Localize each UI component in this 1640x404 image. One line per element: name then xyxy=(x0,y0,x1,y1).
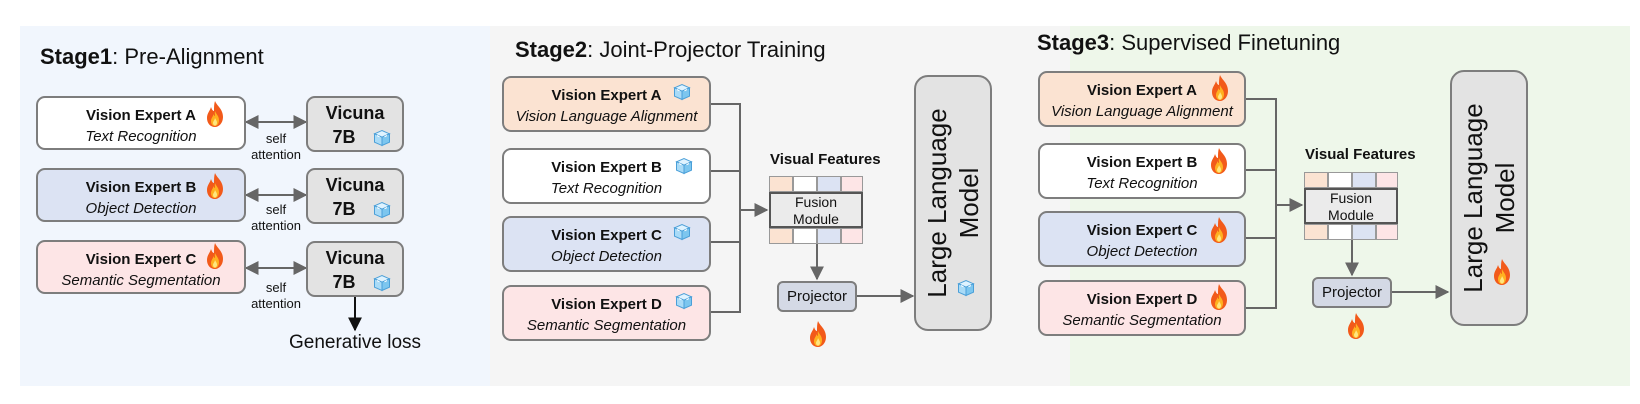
fire-icon xyxy=(1207,216,1231,244)
visual-features-label: Visual Features xyxy=(770,151,881,168)
stage2-title: Stage2: Joint-Projector Training xyxy=(515,37,826,62)
ice-cube-icon xyxy=(372,128,392,148)
feature-cell xyxy=(817,176,841,192)
fire-icon xyxy=(1344,312,1368,340)
fire-icon xyxy=(1207,147,1231,175)
ice-cube-icon xyxy=(672,222,692,242)
stage3-expert-d: Vision Expert D Semantic Segmentation xyxy=(1038,280,1246,336)
fire-icon xyxy=(1207,283,1231,311)
fire-icon xyxy=(806,320,830,348)
stage2-expert-c: Vision Expert C Object Detection xyxy=(502,216,711,272)
feature-cell xyxy=(769,228,793,244)
stage3-llm-box xyxy=(1450,70,1528,326)
stage3-expert-a: Vision Expert A Vision Language Alignmen… xyxy=(1038,71,1246,127)
feature-cell xyxy=(1328,224,1352,240)
fire-icon xyxy=(203,100,227,128)
generative-loss-label: Generative loss xyxy=(289,332,422,353)
ice-cube-icon xyxy=(372,273,392,293)
ice-cube-icon xyxy=(672,82,692,102)
stage1-title: Stage1: Pre-Alignment xyxy=(40,44,264,69)
stage2-expert-d: Vision Expert D Semantic Segmentation xyxy=(502,285,711,341)
ice-cube-icon xyxy=(372,200,392,220)
projector-box: Projector xyxy=(777,281,857,312)
fire-icon xyxy=(1490,258,1514,286)
feature-cell xyxy=(1352,224,1376,240)
ice-cube-icon xyxy=(674,156,694,176)
feature-cell xyxy=(1352,172,1376,188)
ice-cube-icon xyxy=(674,291,694,311)
stage2-expert-a: Vision Expert A Vision Language Alignmen… xyxy=(502,76,711,132)
stage1-vicuna-a: Vicuna 7B xyxy=(306,96,404,152)
stage3-title: Stage3: Supervised Finetuning xyxy=(1037,30,1341,55)
stage1-vicuna-c: Vicuna 7B xyxy=(306,241,404,297)
feature-cell xyxy=(769,176,793,192)
stage2-expert-b: Vision Expert B Text Recognition xyxy=(502,148,711,204)
stage3-expert-b: Vision Expert B Text Recognition xyxy=(1038,143,1246,199)
ice-cube-icon xyxy=(956,278,976,298)
projector-box: Projector xyxy=(1312,277,1392,308)
stage1-expert-b: Vision Expert B Object Detection xyxy=(36,168,246,222)
stage3-expert-c: Vision Expert C Object Detection xyxy=(1038,211,1246,267)
visual-features-label: Visual Features xyxy=(1305,146,1416,163)
feature-cell xyxy=(1376,224,1398,240)
feature-cell xyxy=(841,176,863,192)
stage2-llm-box xyxy=(914,75,992,331)
feature-cell xyxy=(841,228,863,244)
fire-icon xyxy=(203,242,227,270)
feature-cell xyxy=(817,228,841,244)
fire-icon xyxy=(1208,74,1232,102)
feature-cell xyxy=(793,228,817,244)
feature-cell xyxy=(1304,172,1328,188)
feature-cell xyxy=(793,176,817,192)
fire-icon xyxy=(203,172,227,200)
feature-cell xyxy=(1376,172,1398,188)
feature-cell xyxy=(1328,172,1352,188)
feature-cell xyxy=(1304,224,1328,240)
